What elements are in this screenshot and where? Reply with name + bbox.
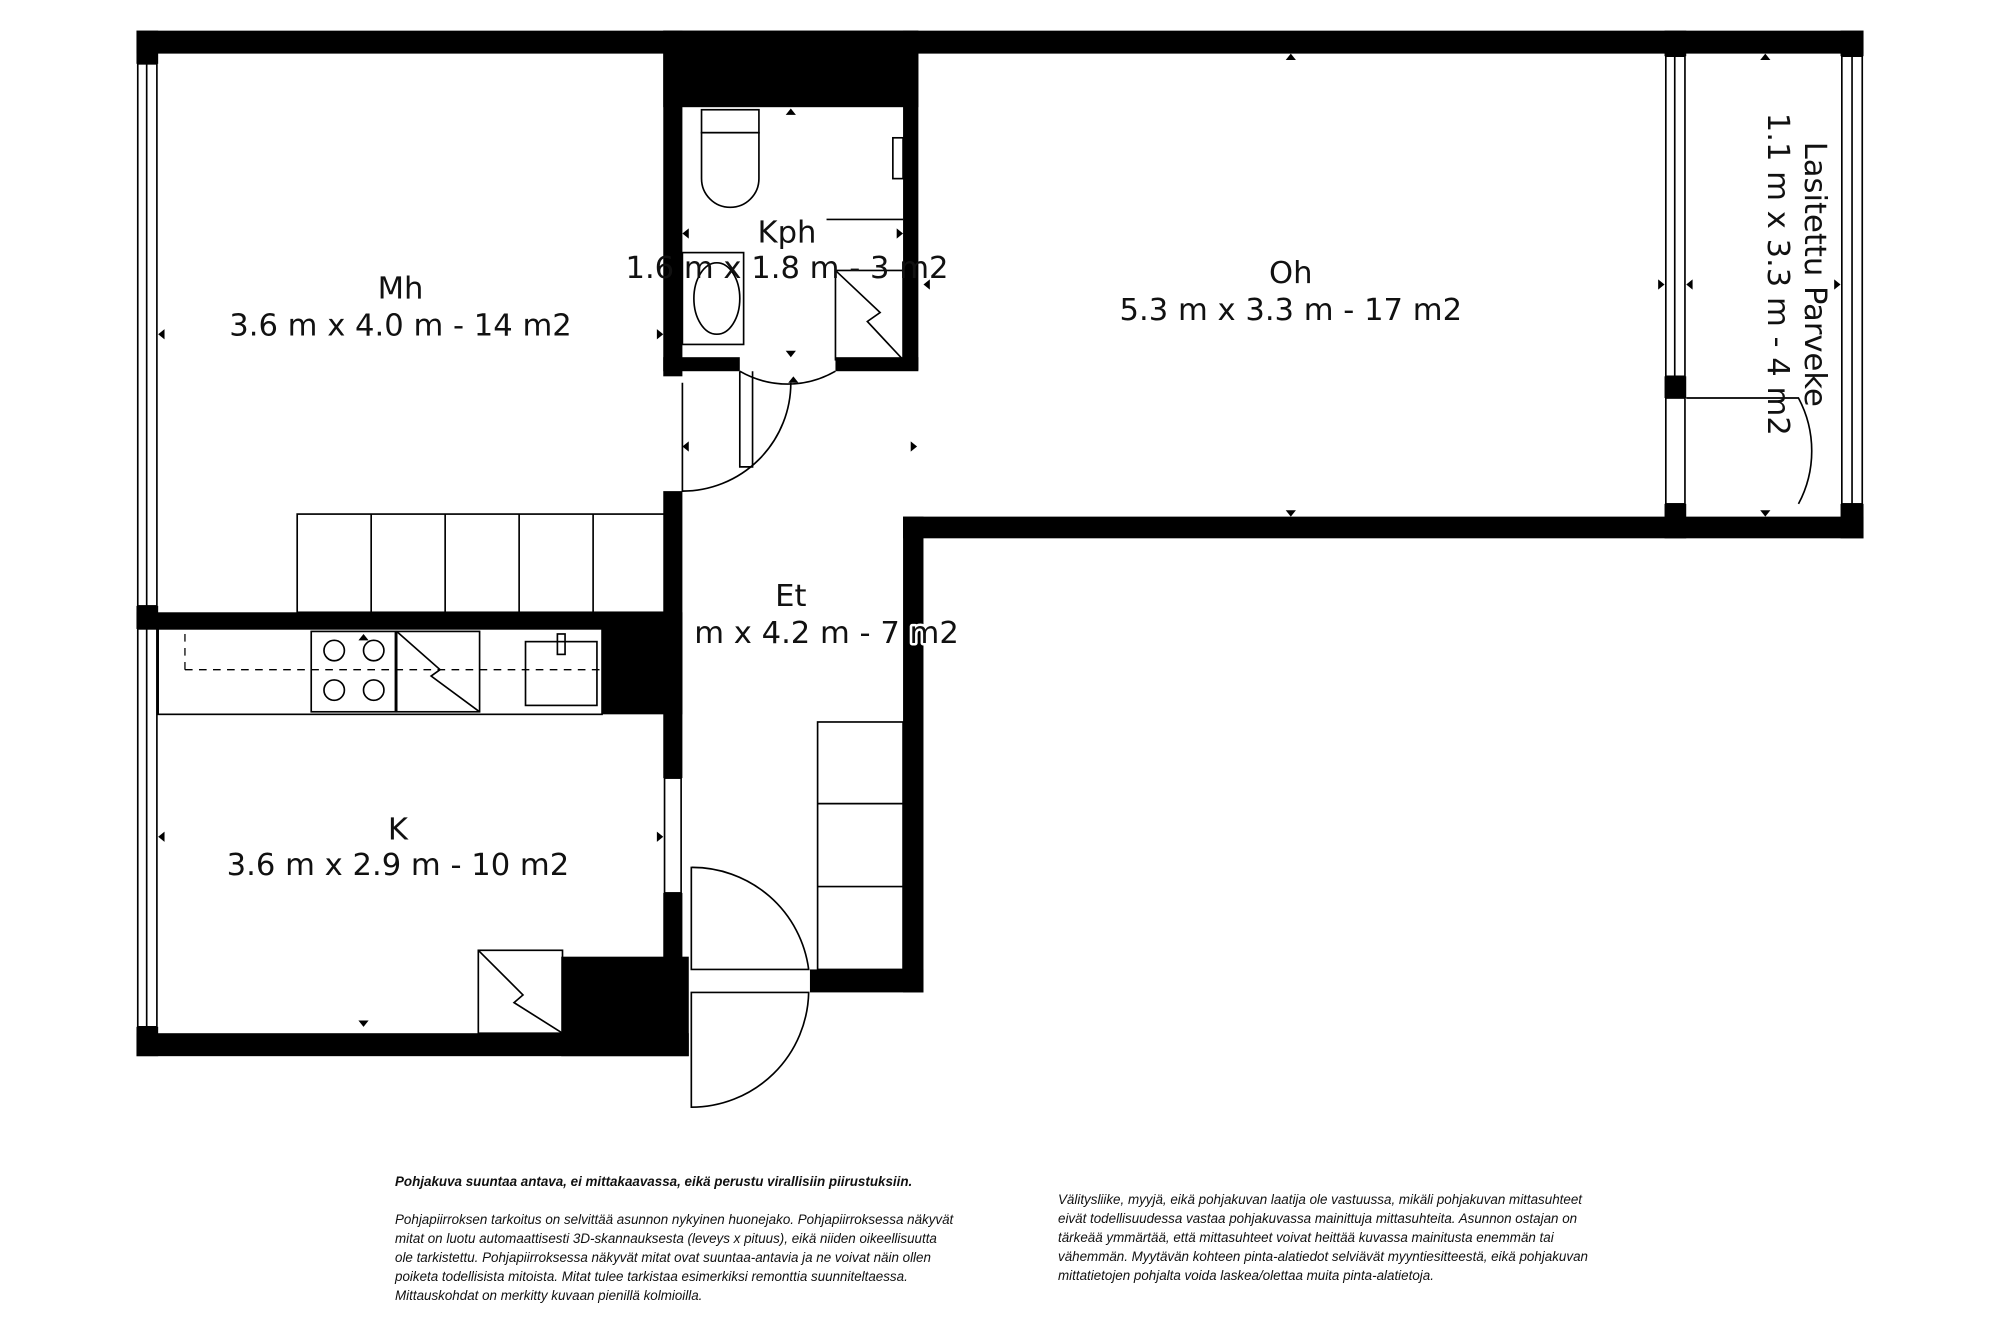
disclaimer-right: Välitysliike, myyjä, eikä pohjakuvan laa… [1058,1190,1608,1304]
room-name-k: K [388,812,409,847]
room-size-kph: 1.6 m x 1.8 m - 3 m2 [625,251,948,286]
disclaimer-left: Pohjakuva suuntaa antava, ei mittakaavas… [395,1172,955,1324]
disclaimer-body-right: Välitysliike, myyjä, eikä pohjakuvan laa… [1058,1192,1588,1283]
room-size-mh: 3.6 m x 4.0 m - 14 m2 [229,309,572,344]
room-name-oh: Oh [1269,256,1312,291]
walls [136,30,1864,1057]
room-size-et: m x 4.2 m - 7 m2 [694,616,959,651]
room-size-k: 3.6 m x 2.9 m - 10 m2 [227,848,570,883]
room-name-et: Et [775,579,806,614]
doors [681,370,1813,1109]
room-name-parveke: Lasitettu Parveke [1797,142,1832,407]
measurement-markers [158,53,1841,1027]
room-size-oh: 5.3 m x 3.3 m - 17 m2 [1120,293,1463,328]
room-name-kph: Kph [758,215,817,250]
room-size-parveke: 1.1 m x 3.3 m - 4 m2 [1760,113,1795,436]
disclaimer-title: Pohjakuva suuntaa antava, ei mittakaavas… [395,1174,913,1189]
room-name-mh: Mh [378,272,424,307]
disclaimer-body-left: Pohjapiirroksen tarkoitus on selvittää a… [395,1212,954,1303]
fixtures [157,108,904,1035]
windows [136,55,1864,1028]
